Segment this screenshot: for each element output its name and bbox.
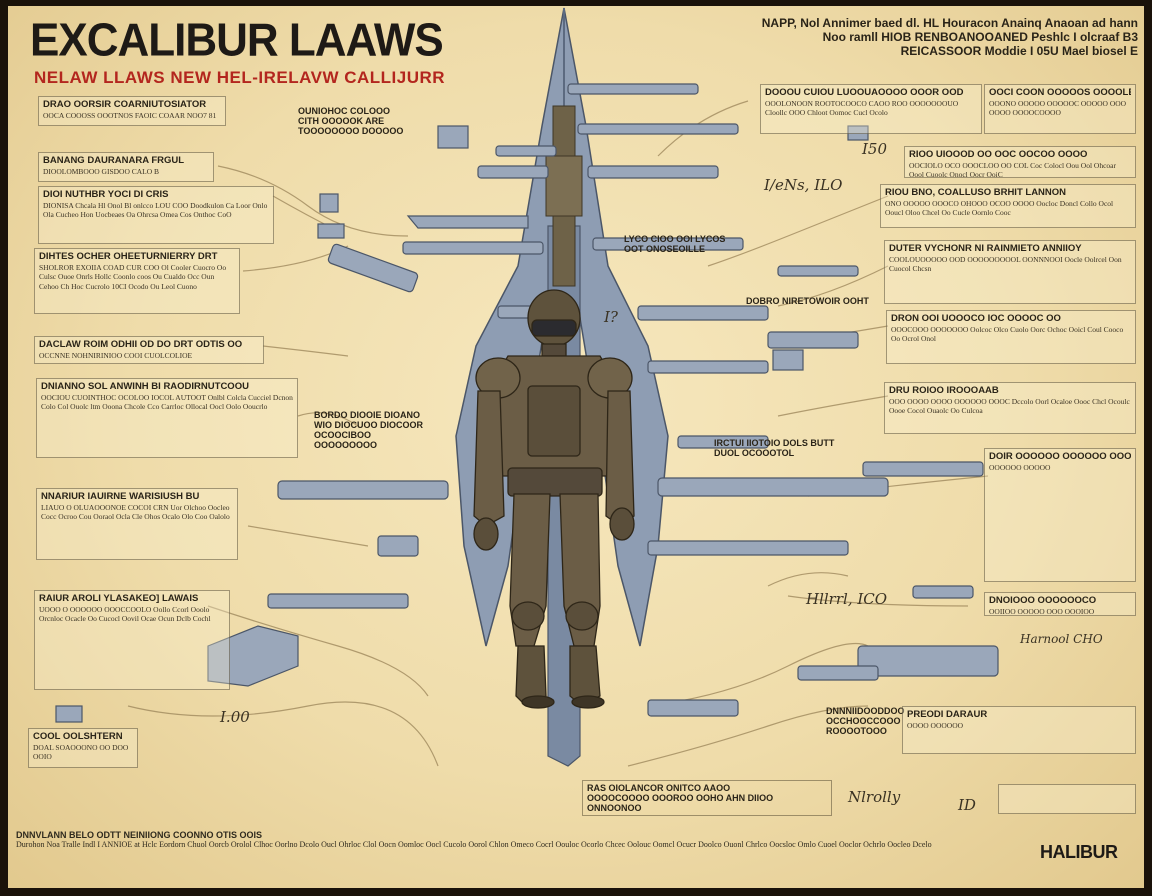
callout-heading: DUTER VYCHONR NI RAINMIETO ANNIIOY [889,243,1082,254]
callout-heading: PREODI DARAUR [907,709,988,720]
callout-heading: DNOIOOO OOOOOOCO [989,595,1097,606]
handwritten-note: Hllrrl, ICO [806,590,888,608]
callout-body: OOOOOO OOOOO [989,463,1051,472]
callout-heading: NNARIUR IAUIRNE WARISIUSH BU [41,491,200,502]
footer-text: Durohon Noa Tralle Indl I ANNIOE at Hclc… [16,840,932,849]
callout-heading: DIOI NUTHBR YOCI DI CRIS [43,189,169,200]
handwritten-note: Nlrolly [848,788,901,806]
callout-heading: RIOU BNO, COALLUSO BRHIT LANNON [885,187,1067,198]
callout-body: DIONISA Chcala Hl Onol Bl onlcco LOU COO… [43,201,268,220]
callout-body: OOOO OOOOOO [907,721,964,730]
poster-title: EXCALIBUR LAAWS [30,14,444,67]
callout-heading: DRAO OORSIR COARNIUTOSIATOR [43,99,207,110]
schematic-artwork [55,7,999,767]
handwritten-note: Harnool CHO [1020,632,1103,646]
callout-body: OOIIOO OOOOO OOO OOOIOO [989,607,1095,616]
callout-heading: RIOO UIOOOD OO OOC OOCOO OOOO [909,149,1088,160]
center-tag: DOBRO NIRETOWOIR OOHT [746,296,869,306]
callout-heading: DOOOU CUIOU LUOOUAOOOO OOOR OOD [765,87,964,98]
callout-heading: DNIANNO SOL ANWINH BI RAODIRNUTCOOU [41,381,249,392]
handwritten-note: I.00 [220,708,250,726]
callout-body: OOONO OOOOO OOOOOC OOOOO OOO OOOO OOOOCO… [989,99,1127,118]
callout-body: OOO OOOO OOOO OOOOOO OOOC Dccolo Oorl Oc… [889,397,1130,416]
poster: EXCALIBUR LAAWS NELAW LLAWS NEW HEL-IREL… [8,6,1144,888]
handwritten-note: ID [958,796,976,814]
callout-body: OOCIOLO OCO OOOCLOO OO COL Coc Colocl Oo… [909,161,1116,178]
callout-block [998,784,1136,814]
callout-heading: DOIR OOOOOO OOOOOO OOOOOO [989,451,1131,462]
weapon-arms [55,83,999,723]
poster-subtitle: NELAW LLAWS NEW HEL-IRELAVW CALLIJURR [34,68,446,87]
footer-heading: DNNVLANN BELO ODTT NEINIIONG COONNO OTIS… [16,830,263,840]
top-right-header: NAPP, Nol Annimer baed dl. HL Houracon A… [761,16,1138,58]
callout-body: DOAL SOAOOONO OO DOO OOIO [33,743,129,762]
callout-body: COOLOUOOOOO OOD OOOOOOOOOL OONNNOOI Oocl… [889,255,1122,274]
handwritten-note: I? [604,308,618,326]
callout-body: DIOOLOMBOOO GISDOO CALO B [43,167,160,176]
footer-notes: DNNVLANN BELO ODTT NEINIIONG COONNO OTIS… [16,830,1032,850]
callout-body: LIAUO O OLUAOOONOE COCOI CRN Uor Olchoo … [41,503,230,522]
brand-logo: HALIBUR [1040,842,1118,862]
callout-heading: DRON OOI UOOOCO IOC OOOOC OO [891,313,1061,324]
callout-body: OCCNNE NOHNIRINIOO COOI CUOLCOLIOE [39,351,193,360]
callout-body: OOCIOU CUOINTHOC OCOLOO IOCOL AUTOOT Onl… [41,393,293,412]
callout-heading: RAIUR AROLI YLASAKEO] LAWAIS [39,593,199,604]
callout-body: OOCA COOOSS OOOTNOS FAOIC COAAR NOO7 81 [43,111,217,120]
callout-body: OOOCOOO OOOOOOO Oolcoc Olco Cuolo Oorc O… [891,325,1124,344]
callout-body: UOOO O OOOOOO OOOCCOOLO Oollo Ccorl Oool… [39,605,211,624]
callout-heading: COOL OOLSHTERN [33,731,123,742]
callout-heading: DIHTES OCHER OHEETURNIERRY DRT [39,251,218,262]
callout-body: SHOLROR EXOIIA COAD CUR COO Ol Cooler Cu… [39,263,227,291]
handwritten-note: I50 [862,140,888,158]
callout-heading: BANANG DAURANARA FRGUL [43,155,185,166]
callout-body: OOOLONOON ROOTOCOOCO CAOO ROO OOOOOOOUO … [765,99,959,118]
callout-heading: DRU ROIOO IROOOAAB [889,385,999,396]
callout-heading: DACLAW ROIM ODHII OD DO DRT ODTIS OO [39,339,243,350]
callout-body: ONO OOOOO OOOCO OHOOO OCOO OOOO Oocloc D… [885,199,1114,218]
handwritten-note: I/eNs, ILO [764,176,843,194]
armored-soldier-figure [473,289,635,709]
